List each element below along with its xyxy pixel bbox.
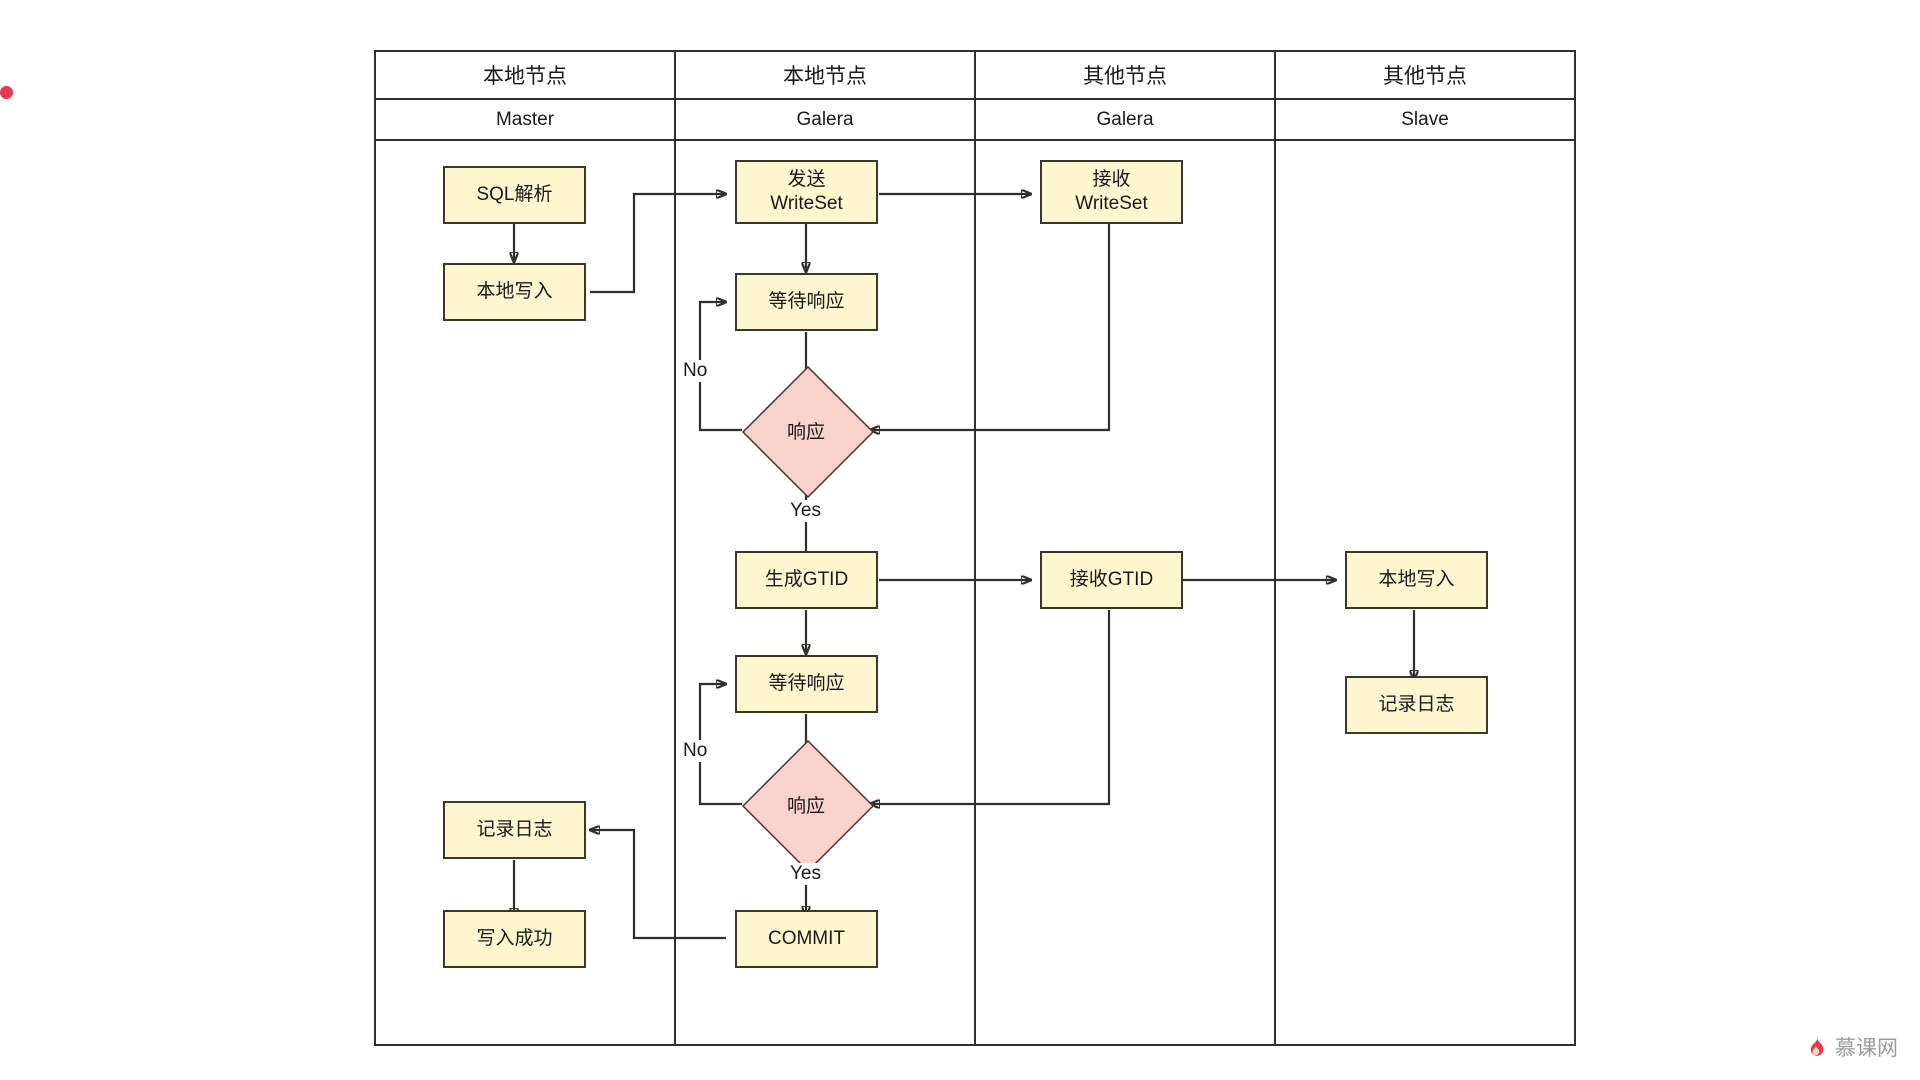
edge-label-no-2: No — [681, 740, 710, 762]
lane-header-top-0: 本地节点 — [376, 52, 674, 100]
node-receive-gtid[interactable]: 接收GTID — [1040, 551, 1183, 609]
node-label-line1: 接收 — [1092, 168, 1131, 190]
node-label: 本地写入 — [476, 280, 553, 302]
node-local-write-master[interactable]: 本地写入 — [443, 263, 586, 321]
edge-label-no-1: No — [681, 360, 710, 382]
swimlane-table: 本地节点 Master 本地节点 Galera 其他节点 Galera 其他节点… — [374, 50, 1576, 1046]
node-label-line2: WriteSet — [1075, 193, 1148, 214]
swimlane-other-galera: 其他节点 Galera — [976, 52, 1276, 1044]
watermark-text: 慕课网 — [1835, 1037, 1898, 1060]
lane-header-top-3: 其他节点 — [1276, 52, 1574, 100]
node-label: 生成GTID — [764, 568, 849, 590]
flame-icon — [1810, 1036, 1824, 1056]
edge-label-yes-1: Yes — [788, 500, 823, 522]
accent-dot — [0, 86, 13, 99]
node-label: 等待响应 — [768, 290, 845, 312]
node-label: 接收GTID — [1069, 568, 1154, 590]
node-decision-response-2[interactable]: 响应 — [742, 740, 874, 872]
node-commit[interactable]: COMMIT — [735, 910, 878, 968]
node-generate-gtid[interactable]: 生成GTID — [735, 551, 878, 609]
node-decision-response-1[interactable]: 响应 — [742, 366, 874, 498]
node-wait-response-1[interactable]: 等待响应 — [735, 273, 878, 331]
node-label: 记录日志 — [476, 818, 553, 840]
swimlane-local-galera: 本地节点 Galera — [676, 52, 976, 1044]
lane-header-top-2: 其他节点 — [976, 52, 1274, 100]
swimlane-master: 本地节点 Master — [376, 52, 676, 1044]
swimlane-slave: 其他节点 Slave — [1276, 52, 1574, 1044]
node-log-record-master[interactable]: 记录日志 — [443, 801, 586, 859]
node-label: 记录日志 — [1378, 693, 1455, 715]
node-log-record-slave[interactable]: 记录日志 — [1345, 676, 1488, 734]
node-wait-response-2[interactable]: 等待响应 — [735, 655, 878, 713]
node-label: SQL解析 — [476, 183, 553, 205]
node-label: 响应 — [786, 795, 825, 817]
node-receive-writeset[interactable]: 接收 WriteSet — [1040, 160, 1183, 224]
node-label: 本地写入 — [1378, 568, 1455, 590]
lane-header-bottom-0: Master — [376, 100, 674, 141]
node-label-line1: 发送 — [787, 168, 826, 190]
watermark: 慕课网 — [1803, 1032, 1898, 1062]
node-write-success[interactable]: 写入成功 — [443, 910, 586, 968]
node-label-line2: WriteSet — [770, 193, 843, 214]
node-sql-parse[interactable]: SQL解析 — [443, 166, 586, 224]
node-local-write-slave[interactable]: 本地写入 — [1345, 551, 1488, 609]
lane-header-top-1: 本地节点 — [676, 52, 974, 100]
lane-header-bottom-1: Galera — [676, 100, 974, 141]
edge-label-yes-2: Yes — [788, 863, 823, 885]
lane-header-bottom-2: Galera — [976, 100, 1274, 141]
node-label: COMMIT — [767, 927, 846, 949]
node-label: 等待响应 — [768, 672, 845, 694]
node-label: 响应 — [786, 421, 825, 443]
node-send-writeset[interactable]: 发送 WriteSet — [735, 160, 878, 224]
lane-header-bottom-3: Slave — [1276, 100, 1574, 141]
node-label: 写入成功 — [476, 927, 553, 949]
